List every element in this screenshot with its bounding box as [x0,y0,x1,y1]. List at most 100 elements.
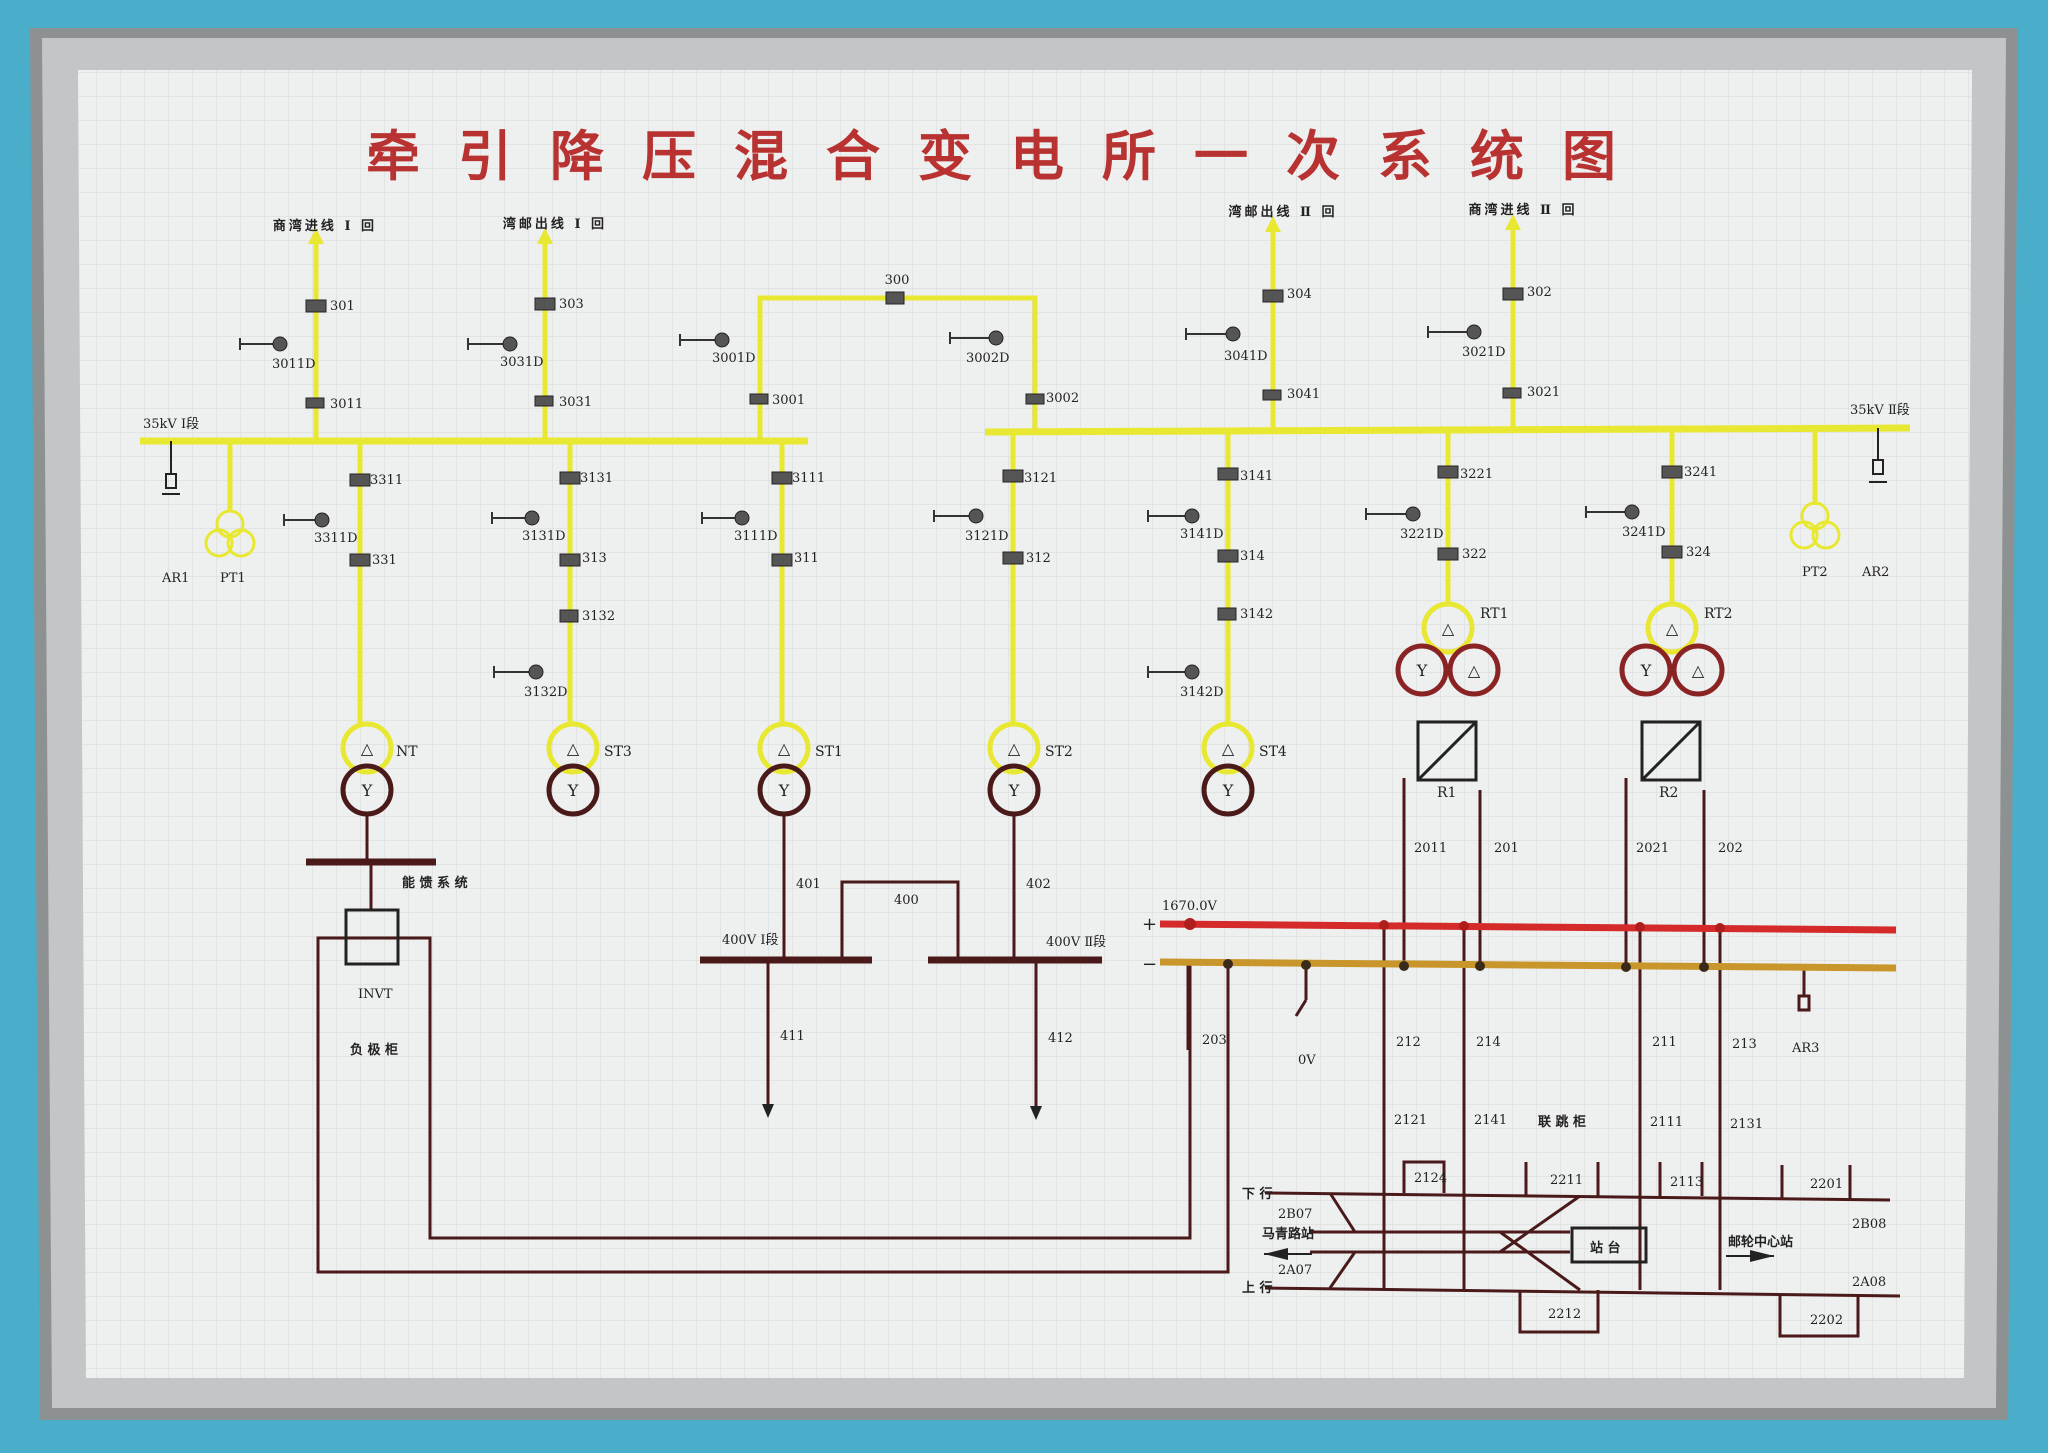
breaker-2141: 2141 [1474,1113,1507,1128]
grounding-3142D: 3142D [1180,685,1224,700]
tie-trip-cabinet-label: 联 跳 柜 [1538,1114,1586,1130]
transformer-RT2: RT2 [1704,606,1733,622]
platform-box [1570,1226,1648,1264]
breaker-400: 400 [894,893,919,908]
zero-volt-label: 0V [1298,1053,1316,1068]
invt-label: INVT [358,987,393,1002]
breaker-202: 202 [1718,841,1743,856]
isolator-3021: 3021 [1527,385,1560,400]
pt-PT2: PT2 [1802,565,1828,580]
svg-text:Y: Y [567,781,579,800]
transformer-ST1: ST1 [815,744,843,760]
isolator-3142: 3142 [1240,607,1273,622]
svg-text:△: △ [361,739,374,758]
isolator-3011: 3011 [330,397,363,412]
isolator-3121: 3121 [1024,471,1057,486]
section-2B07: 2B07 [1278,1207,1312,1222]
feeder-label-2: 湾邮出线 Ⅰ 回 [503,216,607,232]
svg-text:△: △ [1008,739,1021,758]
isolator-3131: 3131 [580,471,613,486]
breaker-213: 213 [1732,1037,1757,1052]
isolator-3031: 3031 [559,395,592,410]
switch-2113: 2113 [1670,1175,1703,1190]
section-2B08: 2B08 [1852,1217,1886,1232]
grounding-3021D: 3021D [1462,345,1506,360]
grounding-3011D: 3011D [272,357,316,372]
breaker-412: 412 [1048,1031,1073,1046]
breaker-2011: 2011 [1414,841,1447,856]
switch-2124: 2124 [1414,1171,1447,1186]
pt2-symbol [1789,501,1841,550]
svg-text:△: △ [1222,739,1235,758]
breaker-401: 401 [796,877,821,892]
switch-2201: 2201 [1810,1177,1843,1192]
feeder-label-4: 商湾进线 Ⅱ 回 [1468,202,1577,218]
breaker-211: 211 [1652,1035,1677,1050]
grounding-3241D: 3241D [1622,525,1666,540]
breaker-402: 402 [1026,877,1051,892]
breaker-302: 302 [1527,285,1552,300]
transformer-NT: NT [396,744,418,760]
grounding-3121D: 3121D [965,529,1009,544]
breaker-214: 214 [1476,1035,1501,1050]
grounding-3002D: 3002D [966,351,1010,366]
svg-text:△: △ [1692,661,1705,680]
svg-text:Y: Y [361,781,373,800]
transformer-ST4: ST4 [1259,744,1287,760]
arrester-AR1: AR1 [161,571,189,586]
arrester-AR2: AR2 [1861,565,1889,580]
breaker-411: 411 [780,1029,805,1044]
yellow-lines [140,226,1911,725]
grounding-3221D: 3221D [1400,527,1444,542]
negative-cabinet-label: 负 极 柜 [350,1042,398,1058]
breaker-314: 314 [1240,549,1265,564]
svg-text:Y: Y [1416,661,1428,680]
switch-devices[interactable] [272,287,1683,680]
bus-35kv-seg1: 35kV Ⅰ段 [143,417,199,432]
breaker-2111: 2111 [1650,1115,1683,1130]
arrester-AR3: AR3 [1791,1041,1819,1056]
isolator-3141: 3141 [1240,469,1273,484]
dc-minus-sign: − [1142,954,1157,975]
svg-text:△: △ [778,739,791,758]
transformer-ST3: ST3 [604,744,632,760]
section-2A07: 2A07 [1278,1263,1312,1278]
svg-text:Y: Y [1222,781,1234,800]
arrester-symbols [162,428,1887,495]
dc-plus-sign: + [1142,914,1157,935]
lv-bus-seg2: 400V Ⅱ段 [1046,935,1106,950]
transformer-ST2: ST2 [1045,744,1073,760]
breaker-324: 324 [1686,545,1711,560]
breaker-312: 312 [1026,551,1051,566]
grounding-3031D: 3031D [500,355,544,370]
grounding-3141D: 3141D [1180,527,1224,542]
dc-negative-bus [1159,958,1897,972]
svg-text:△: △ [1468,661,1481,680]
breaker-212: 212 [1396,1035,1421,1050]
grounding-3132D: 3132D [524,685,568,700]
isolator-3001: 3001 [772,393,805,408]
svg-text:Y: Y [1640,661,1652,680]
grounding-3001D: 3001D [712,351,756,366]
breaker-300: 300 [885,273,910,288]
switch-2202: 2202 [1810,1313,1843,1328]
breaker-201: 201 [1494,841,1519,856]
breaker-203: 203 [1202,1033,1227,1048]
svg-text:△: △ [1666,619,1679,638]
east-station-label: 邮轮中心站 [1728,1234,1793,1250]
grounding-3041D: 3041D [1224,349,1268,364]
isolator-3111: 3111 [792,471,825,486]
breaker-322: 322 [1462,547,1487,562]
transformer-RT1: RT1 [1480,606,1509,622]
switch-2211: 2211 [1550,1173,1583,1188]
isolator-3311: 3311 [370,473,403,488]
isolator-3132: 3132 [582,609,615,624]
breaker-331: 331 [372,553,397,568]
isolator-3041: 3041 [1287,387,1320,402]
breaker-301: 301 [330,299,355,314]
down-line-label: 下 行 [1242,1186,1273,1202]
svg-text:Y: Y [1008,781,1020,800]
grounding-3111D: 3111D [734,529,778,544]
breaker-2121: 2121 [1394,1113,1427,1128]
